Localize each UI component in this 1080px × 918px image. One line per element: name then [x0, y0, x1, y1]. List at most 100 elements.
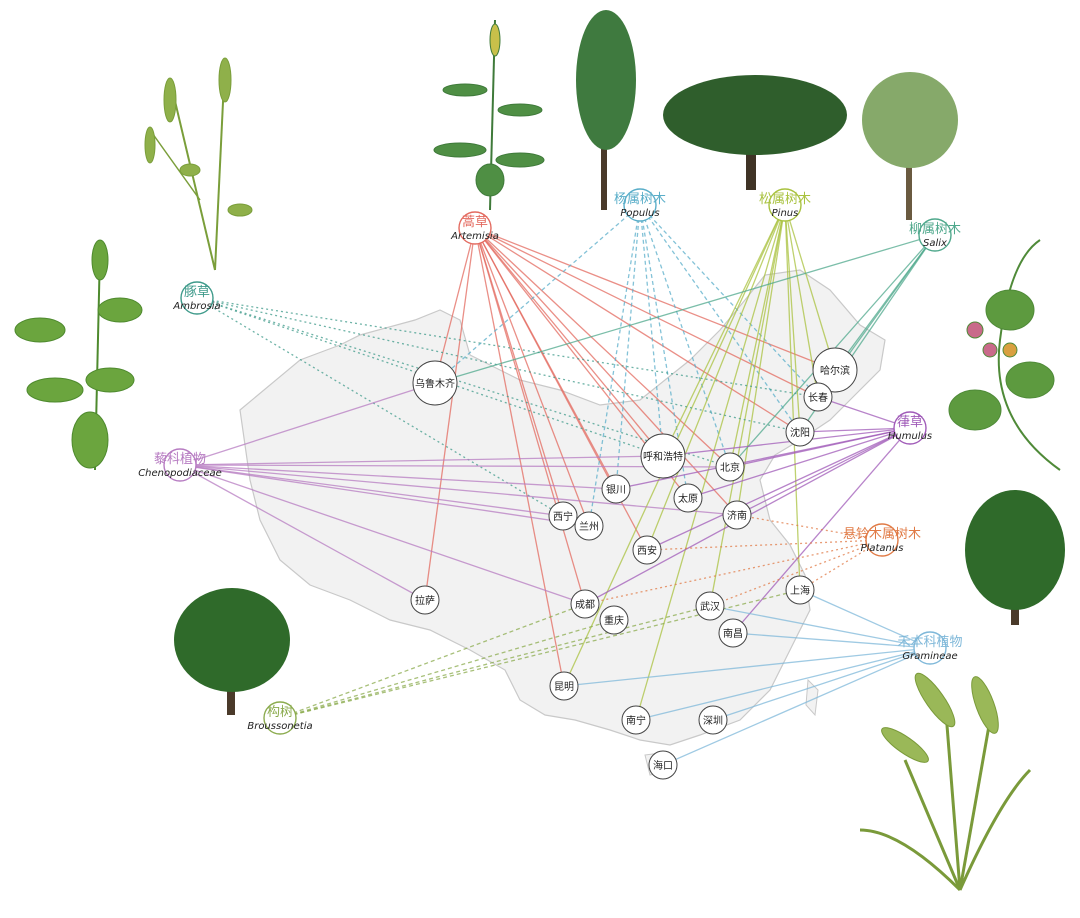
- city-name: 太原: [678, 492, 698, 505]
- city-marker-harbin[interactable]: 哈尔滨: [812, 347, 858, 393]
- link-platanus-chengdu: [584, 539, 883, 605]
- link-artemisia-hohhot: [474, 227, 664, 457]
- gramineae-plant-illustration: [859, 672, 1032, 892]
- humulus-plant-illustration: [948, 239, 1061, 471]
- plant-latin-name: Broussonetia: [247, 721, 312, 732]
- plant-node-circle: [180, 281, 214, 315]
- city-name: 哈尔滨: [820, 364, 850, 377]
- city-marker-xian[interactable]: 西安: [632, 535, 662, 565]
- link-chenopodiaceae-jinan: [179, 464, 738, 516]
- city-name: 呼和浩特: [643, 451, 683, 463]
- link-chenopodiaceae-hohhot: [179, 455, 664, 466]
- link-artemisia-harbin: [474, 227, 836, 371]
- city-marker-lanzhou[interactable]: 兰州: [574, 511, 604, 541]
- plant-chinese-name: 杨属树木: [614, 192, 666, 207]
- plant-chinese-name: 禾本科植物: [897, 635, 962, 650]
- link-artemisia-lhasa: [424, 227, 476, 601]
- city-marker-shenzhen[interactable]: 深圳: [698, 705, 728, 735]
- link-gramineae-shenzhen: [712, 647, 931, 721]
- city-marker-changchun[interactable]: 长春: [803, 382, 833, 412]
- city-name: 沈阳: [790, 426, 810, 439]
- plant-latin-name: Chenopodiaceae: [138, 468, 222, 479]
- plant-latin-name: Gramineae: [902, 651, 957, 662]
- link-populus-hohhot: [639, 204, 664, 457]
- plant-node-circle: [918, 218, 952, 252]
- plant-node-circle: [768, 188, 802, 222]
- city-marker-nanchang[interactable]: 南昌: [718, 618, 748, 648]
- city-markers: 乌鲁木齐哈尔滨长春沈阳呼和浩特北京银川太原西宁兰州济南西安拉萨成都武汉上海重庆南…: [410, 347, 858, 780]
- city-circle: [412, 360, 458, 406]
- link-gramineae-wuhan: [709, 605, 931, 649]
- link-gramineae-kunming: [563, 647, 931, 687]
- city-circle: [715, 452, 745, 482]
- city-marker-chengdu[interactable]: 成都: [570, 589, 600, 619]
- city-marker-wuhan[interactable]: 武汉: [695, 591, 725, 621]
- city-marker-kunming[interactable]: 昆明: [549, 671, 579, 701]
- link-pinus-beijing: [729, 204, 786, 468]
- link-artemisia-shenyang: [474, 227, 801, 433]
- city-marker-taiyuan[interactable]: 太原: [673, 483, 703, 513]
- link-salix-ulumqi: [434, 234, 936, 384]
- city-marker-xining[interactable]: 西宁: [548, 501, 578, 531]
- link-gramineae-haikou: [662, 647, 931, 766]
- link-salix-harbin: [834, 234, 936, 371]
- plant-node-circle: [623, 188, 657, 222]
- link-pinus-nanning: [635, 204, 786, 721]
- plant-node-circle: [865, 523, 899, 557]
- city-circle: [599, 605, 629, 635]
- city-marker-nanning[interactable]: 南宁: [621, 705, 651, 735]
- link-gramineae-nanning: [635, 647, 931, 721]
- plant-chinese-name: 豚草: [184, 285, 210, 300]
- city-circle: [548, 501, 578, 531]
- populus-tree-illustration: [576, 10, 636, 210]
- city-name: 济南: [727, 509, 747, 522]
- link-broussonetia-shanghai: [279, 589, 801, 719]
- city-marker-yinchuan[interactable]: 银川: [601, 474, 631, 504]
- city-marker-shanghai[interactable]: 上海: [785, 575, 815, 605]
- link-chenopodiaceae-yinchuan: [179, 464, 617, 490]
- link-populus-lanzhou: [588, 204, 641, 527]
- plant-latin-name: Humulus: [888, 431, 932, 442]
- city-name: 西宁: [553, 510, 573, 523]
- city-circle: [803, 382, 833, 412]
- city-marker-ulumqi[interactable]: 乌鲁木齐: [412, 360, 458, 406]
- link-pinus-harbin: [784, 204, 836, 371]
- city-marker-jinan[interactable]: 济南: [722, 500, 752, 530]
- plant-node-circle: [263, 701, 297, 735]
- city-marker-chongqing[interactable]: 重庆: [599, 605, 629, 635]
- link-pinus-changchun: [784, 204, 819, 398]
- link-humulus-hohhot: [662, 427, 911, 457]
- city-name: 上海: [790, 584, 810, 597]
- city-marker-haikou[interactable]: 海口: [648, 750, 678, 780]
- broussonetia-tree-illustration: [174, 588, 290, 715]
- city-marker-lhasa[interactable]: 拉萨: [410, 585, 440, 615]
- city-circle: [570, 589, 600, 619]
- link-humulus-nanchang: [732, 427, 911, 634]
- link-humulus-jinan: [736, 427, 911, 516]
- city-marker-shenyang[interactable]: 沈阳: [785, 417, 815, 447]
- city-name: 兰州: [579, 520, 599, 533]
- link-pinus-wuhan: [709, 204, 786, 607]
- city-name: 昆明: [554, 681, 574, 693]
- city-marker-hohhot[interactable]: 呼和浩特: [640, 433, 686, 479]
- link-pinus-xian: [646, 204, 786, 551]
- link-artemisia-changchun: [474, 227, 819, 398]
- link-pinus-shenyang: [784, 204, 801, 433]
- link-ambrosia-beijing: [196, 297, 731, 468]
- city-marker-beijing[interactable]: 北京: [715, 452, 745, 482]
- city-name: 拉萨: [415, 594, 435, 607]
- link-humulus-taiyuan: [687, 427, 911, 499]
- city-name: 西安: [637, 544, 657, 557]
- link-broussonetia-chongqing: [279, 619, 615, 719]
